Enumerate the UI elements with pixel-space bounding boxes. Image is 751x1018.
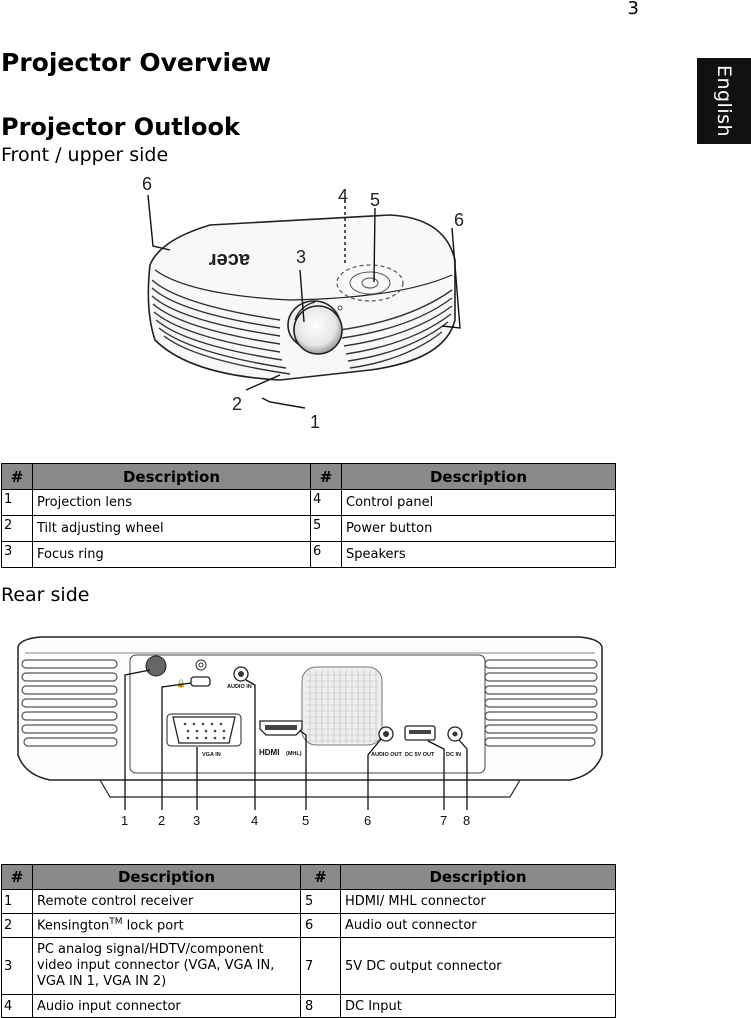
label-vga-in: VGA IN	[202, 752, 221, 758]
cell-description: Speakers	[341, 541, 616, 568]
kensington-text: Kensington	[37, 918, 110, 934]
cell-description: KensingtonTM lock port	[32, 913, 301, 938]
rear-callout-6: 6	[364, 813, 371, 828]
cell-number: 1	[1, 889, 33, 914]
svg-text:🔒: 🔒	[176, 679, 186, 688]
label-hdmi: HDMI	[259, 748, 279, 757]
cell-description: 5V DC output connector	[340, 937, 616, 995]
acer-logo: acer	[209, 249, 250, 271]
cell-description: Control panel	[341, 489, 616, 516]
section-title: Projector Outlook	[1, 113, 240, 141]
cell-number: 8	[300, 994, 341, 1018]
column-header-number: #	[1, 864, 33, 890]
cell-description: Audio input connector	[32, 994, 301, 1018]
rear-callout-1: 1	[121, 813, 128, 828]
cell-number: 6	[310, 541, 342, 568]
callout-6-left: 6	[142, 174, 152, 194]
cell-description: Focus ring	[32, 541, 311, 568]
rear-callout-3: 3	[193, 813, 200, 828]
cell-number: 7	[300, 937, 341, 995]
cell-description: Power button	[341, 515, 616, 542]
front-projector-figure: acer 6 4 5 6 3 2 1	[142, 174, 464, 432]
rear-projector-figure: 🔒 AUDIO IN VGA IN HDMI (MHL) AUDIO OUT D…	[17, 636, 603, 828]
column-header-number: #	[310, 463, 342, 490]
table-row: 1 Projection lens 4 Control panel	[1, 489, 616, 516]
front-parts-table: # Description # Description 1 Projection…	[1, 463, 616, 568]
cell-description: Audio out connector	[340, 913, 616, 938]
rear-callout-7: 7	[440, 813, 447, 828]
cell-number: 5	[310, 515, 342, 542]
table-row: 3 Focus ring 6 Speakers	[1, 541, 616, 568]
callout-6-right: 6	[454, 210, 464, 230]
column-header-description: Description	[340, 864, 616, 890]
cell-description: Remote control receiver	[32, 889, 301, 914]
callout-5: 5	[370, 190, 380, 210]
label-audio-in: AUDIO IN	[227, 684, 252, 690]
column-header-number: #	[300, 864, 341, 890]
rear-callout-2: 2	[158, 813, 165, 828]
table-row: 1 Remote control receiver 5 HDMI/ MHL co…	[1, 889, 616, 914]
cell-description: PC analog signal/HDTV/component video in…	[32, 937, 301, 995]
rear-callout-8: 8	[463, 813, 470, 828]
page-title: Projector Overview	[1, 48, 272, 77]
table-row: 3 PC analog signal/HDTV/component video …	[1, 937, 616, 995]
trademark-superscript: TM	[109, 917, 123, 928]
table-row: 2 Tilt adjusting wheel 5 Power button	[1, 515, 616, 542]
column-header-description: Description	[32, 463, 311, 490]
rear-callout-4: 4	[251, 813, 258, 828]
table-row: 4 Audio input connector 8 DC Input	[1, 994, 616, 1018]
cell-description: Projection lens	[32, 489, 311, 516]
lock-port-text: lock port	[122, 918, 184, 934]
callout-3: 3	[296, 247, 306, 267]
column-header-description: Description	[32, 864, 301, 890]
column-header-description: Description	[341, 463, 616, 490]
callout-2: 2	[232, 394, 242, 414]
language-tab-label: English	[713, 64, 735, 138]
callout-4: 4	[338, 186, 348, 206]
cell-number: 4	[310, 489, 342, 516]
language-tab: English	[697, 58, 751, 144]
label-dc-in: DC IN	[446, 752, 461, 758]
cell-description: Tilt adjusting wheel	[32, 515, 311, 542]
label-audio-out: AUDIO OUT	[371, 752, 403, 758]
cell-description: HDMI/ MHL connector	[340, 889, 616, 914]
rear-heading: Rear side	[1, 584, 90, 606]
cell-number: 3	[1, 541, 33, 568]
cell-number: 5	[300, 889, 341, 914]
rear-callout-5: 5	[302, 813, 309, 828]
cell-number: 6	[300, 913, 341, 938]
callout-1: 1	[310, 412, 320, 432]
cell-number: 2	[1, 515, 33, 542]
label-dc-5v-out: DC 5V OUT	[405, 752, 435, 758]
cell-description: DC Input	[340, 994, 616, 1018]
cell-number: 3	[1, 937, 33, 995]
cell-number: 2	[1, 913, 33, 938]
cell-number: 1	[1, 489, 33, 516]
column-header-number: #	[1, 463, 33, 490]
rear-parts-table: # Description # Description 1 Remote con…	[1, 864, 616, 1018]
table-row: 2 KensingtonTM lock port 6 Audio out con…	[1, 913, 616, 938]
label-mhl: (MHL)	[286, 751, 302, 757]
cell-number: 4	[1, 994, 33, 1018]
page-number: 3	[627, 0, 639, 19]
front-heading: Front / upper side	[1, 144, 169, 166]
